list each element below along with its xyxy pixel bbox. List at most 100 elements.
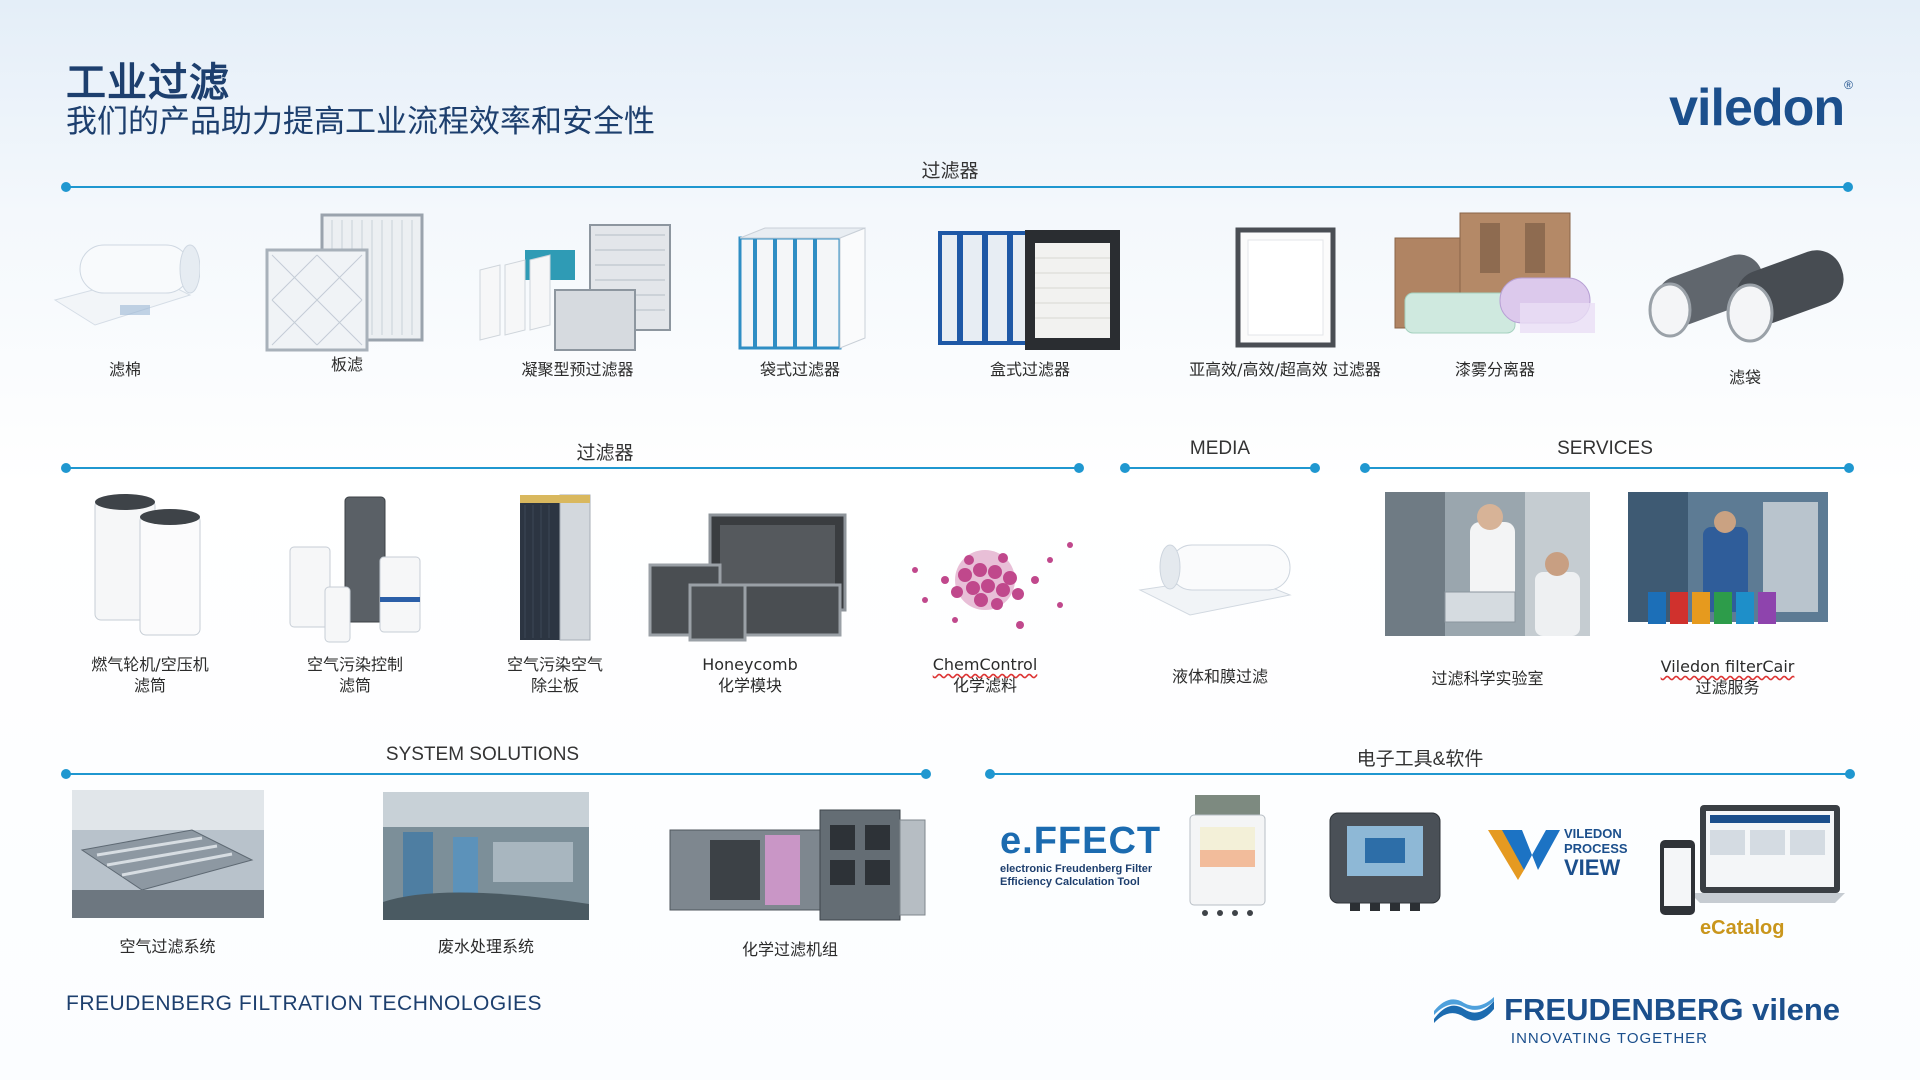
product-honeycomb-module[interactable]: Honeycomb 化学模块 [640,510,860,696]
effect-logo: e.FFECT [1000,820,1162,862]
panel-filter-icon [265,213,424,352]
section-title-media: MEDIA [1189,438,1251,459]
product-label: 滤棉 [108,360,141,379]
system-air-filtration[interactable]: 空气过滤系统 [70,790,265,957]
section-title-services: SERVICES [1557,438,1653,459]
product-label-line2: 滤筒 [338,676,371,695]
product-label: 凝聚型预过滤器 [521,360,634,379]
ecatalog-label: eCatalog [1700,917,1785,939]
lab-photo-icon [1385,492,1590,636]
system-label: 废水处理系统 [437,937,534,956]
tool-viledon-process-view[interactable]: VILEDON PROCESS VIEW [1488,825,1633,880]
product-apc-cartridge[interactable]: 空气污染控制 滤筒 [280,492,430,696]
bag-filter-icon [738,227,866,350]
product-compact-filter[interactable]: 盒式过滤器 [930,218,1130,380]
product-chem-media[interactable]: ChemControl 化学滤料 [880,520,1090,696]
chemical-unit-icon [669,809,926,921]
effect-tagline-2: Efficiency Calculation Tool [1000,876,1140,888]
honeycomb-module-icon [648,513,847,642]
wastewater-photo-icon [383,792,589,920]
tool-effect[interactable]: e.FFECT electronic Freudenberg Filter Ef… [1000,820,1160,889]
system-wastewater[interactable]: 废水处理系统 [383,792,589,957]
product-dust-panel[interactable]: 空气污染空气 除尘板 [480,490,630,696]
process-view-v-icon [1488,830,1560,880]
registered-mark: ® [1844,78,1853,92]
page-title: 工业过滤 [66,60,230,106]
service-filtercair[interactable]: Viledon filterCair 过滤服务 [1620,492,1835,698]
section-divider-filters-top [61,182,1853,192]
control-panel-icon [1329,812,1441,911]
section-title-tools: 电子工具&软件 [1356,749,1484,770]
gas-turbine-cartridge-icon [94,494,201,636]
product-hepa-filter[interactable]: 亚高效/高效/超高效 过滤器 [1170,220,1400,380]
section-divider-services [1360,463,1854,473]
service-lab[interactable]: 过滤科学实验室 [1385,492,1590,689]
section-divider-filters-mid [61,463,1084,473]
dust-panel-icon [520,494,591,641]
hepa-filter-icon [1235,227,1336,348]
filtercair-photo-icon [1627,492,1828,624]
section-title-filters-top: 过滤器 [921,161,979,182]
product-label: 漆雾分离器 [1454,360,1535,379]
product-liquid-media[interactable]: 液体和膜过滤 [1120,520,1320,687]
vpv-line2: PROCESS [1564,840,1628,856]
product-label-line2: 除尘板 [530,676,579,695]
product-label-line1: 燃气轮机/空压机 [91,655,209,674]
section-divider-system-solutions [61,769,931,779]
paint-separator-icon [1394,212,1595,334]
product-paint-separator[interactable]: 漆雾分离器 [1385,208,1605,380]
compact-filter-icon [938,230,1120,350]
tool-ecatalog[interactable]: eCatalog [1655,800,1845,940]
filter-sleeve-icon [1648,250,1844,343]
product-label: 盒式过滤器 [989,360,1070,379]
ecatalog-devices-icon [1660,805,1845,915]
product-label-line1: 空气污染控制 [306,655,403,674]
service-label: 过滤科学实验室 [1431,669,1544,688]
product-filter-sleeve[interactable]: 滤袋 [1625,230,1865,388]
page-subtitle: 我们的产品助力提高工业流程效率和安全性 [66,104,655,140]
section-divider-media [1120,463,1320,473]
system-label: 空气过滤系统 [119,937,216,956]
brand-name: viledon [1669,79,1845,137]
filter-roll-icon [53,244,201,326]
product-label-line1: ChemControl [880,654,1090,675]
chemcontrol-name: ChemControl [932,655,1038,674]
product-coalescer-prefilter[interactable]: 凝聚型预过滤器 [470,215,685,380]
vpv-line1: VILEDON [1564,825,1622,841]
section-title-system-solutions: SYSTEM SOLUTIONS [385,744,580,765]
effect-tagline-1: electronic Freudenberg Filter [1000,863,1153,875]
chem-media-icon [912,542,1073,629]
freudenberg-vilene-logo: FREUDENBERG vilene [1434,992,1840,1028]
product-label-line2: 化学滤料 [952,676,1017,695]
filtercair-name: Viledon filterCair [1660,657,1795,676]
liquid-media-roll-icon [1138,544,1292,616]
product-label-line2: 滤筒 [133,676,166,695]
product-gas-turbine-cartridge[interactable]: 燃气轮机/空压机 滤筒 [75,490,225,696]
service-label-line1: Viledon filterCair [1620,656,1835,677]
system-label: 化学过滤机组 [741,940,838,959]
product-bag-filter[interactable]: 袋式过滤器 [725,218,875,380]
monitoring-device-icon [1189,795,1266,916]
service-label-line2: 过滤服务 [1695,678,1760,697]
footer-company-name: FREUDENBERG vilene [1504,992,1840,1027]
product-label-line1: 空气污染空气 [506,655,603,674]
tool-monitor-device[interactable] [1185,795,1270,924]
product-label-line2: 化学模块 [717,676,782,695]
viledon-logo: viledon® [1669,78,1853,138]
coalescer-prefilter-icon [479,224,671,351]
air-system-photo-icon [71,790,264,918]
product-panel-filter[interactable]: 板滤 [262,205,432,375]
apc-cartridge-icon [289,496,421,643]
footer-company-left: FREUDENBERG FILTRATION TECHNOLOGIES [66,992,543,1015]
section-divider-tools [985,769,1855,779]
section-title-filters-mid: 过滤器 [576,443,634,464]
tool-control-panel[interactable] [1325,808,1445,917]
product-label: 板滤 [330,355,363,374]
product-label: 亚高效/高效/超高效 过滤器 [1189,360,1381,379]
product-label: 袋式过滤器 [759,360,840,379]
footer-tagline: INNOVATING TOGETHER [1510,1030,1708,1047]
product-label: 液体和膜过滤 [1171,667,1268,686]
vpv-line3: VIEW [1564,854,1621,880]
system-chemical-unit[interactable]: 化学过滤机组 [640,800,940,960]
product-filter-roll[interactable]: 滤棉 [50,215,201,380]
